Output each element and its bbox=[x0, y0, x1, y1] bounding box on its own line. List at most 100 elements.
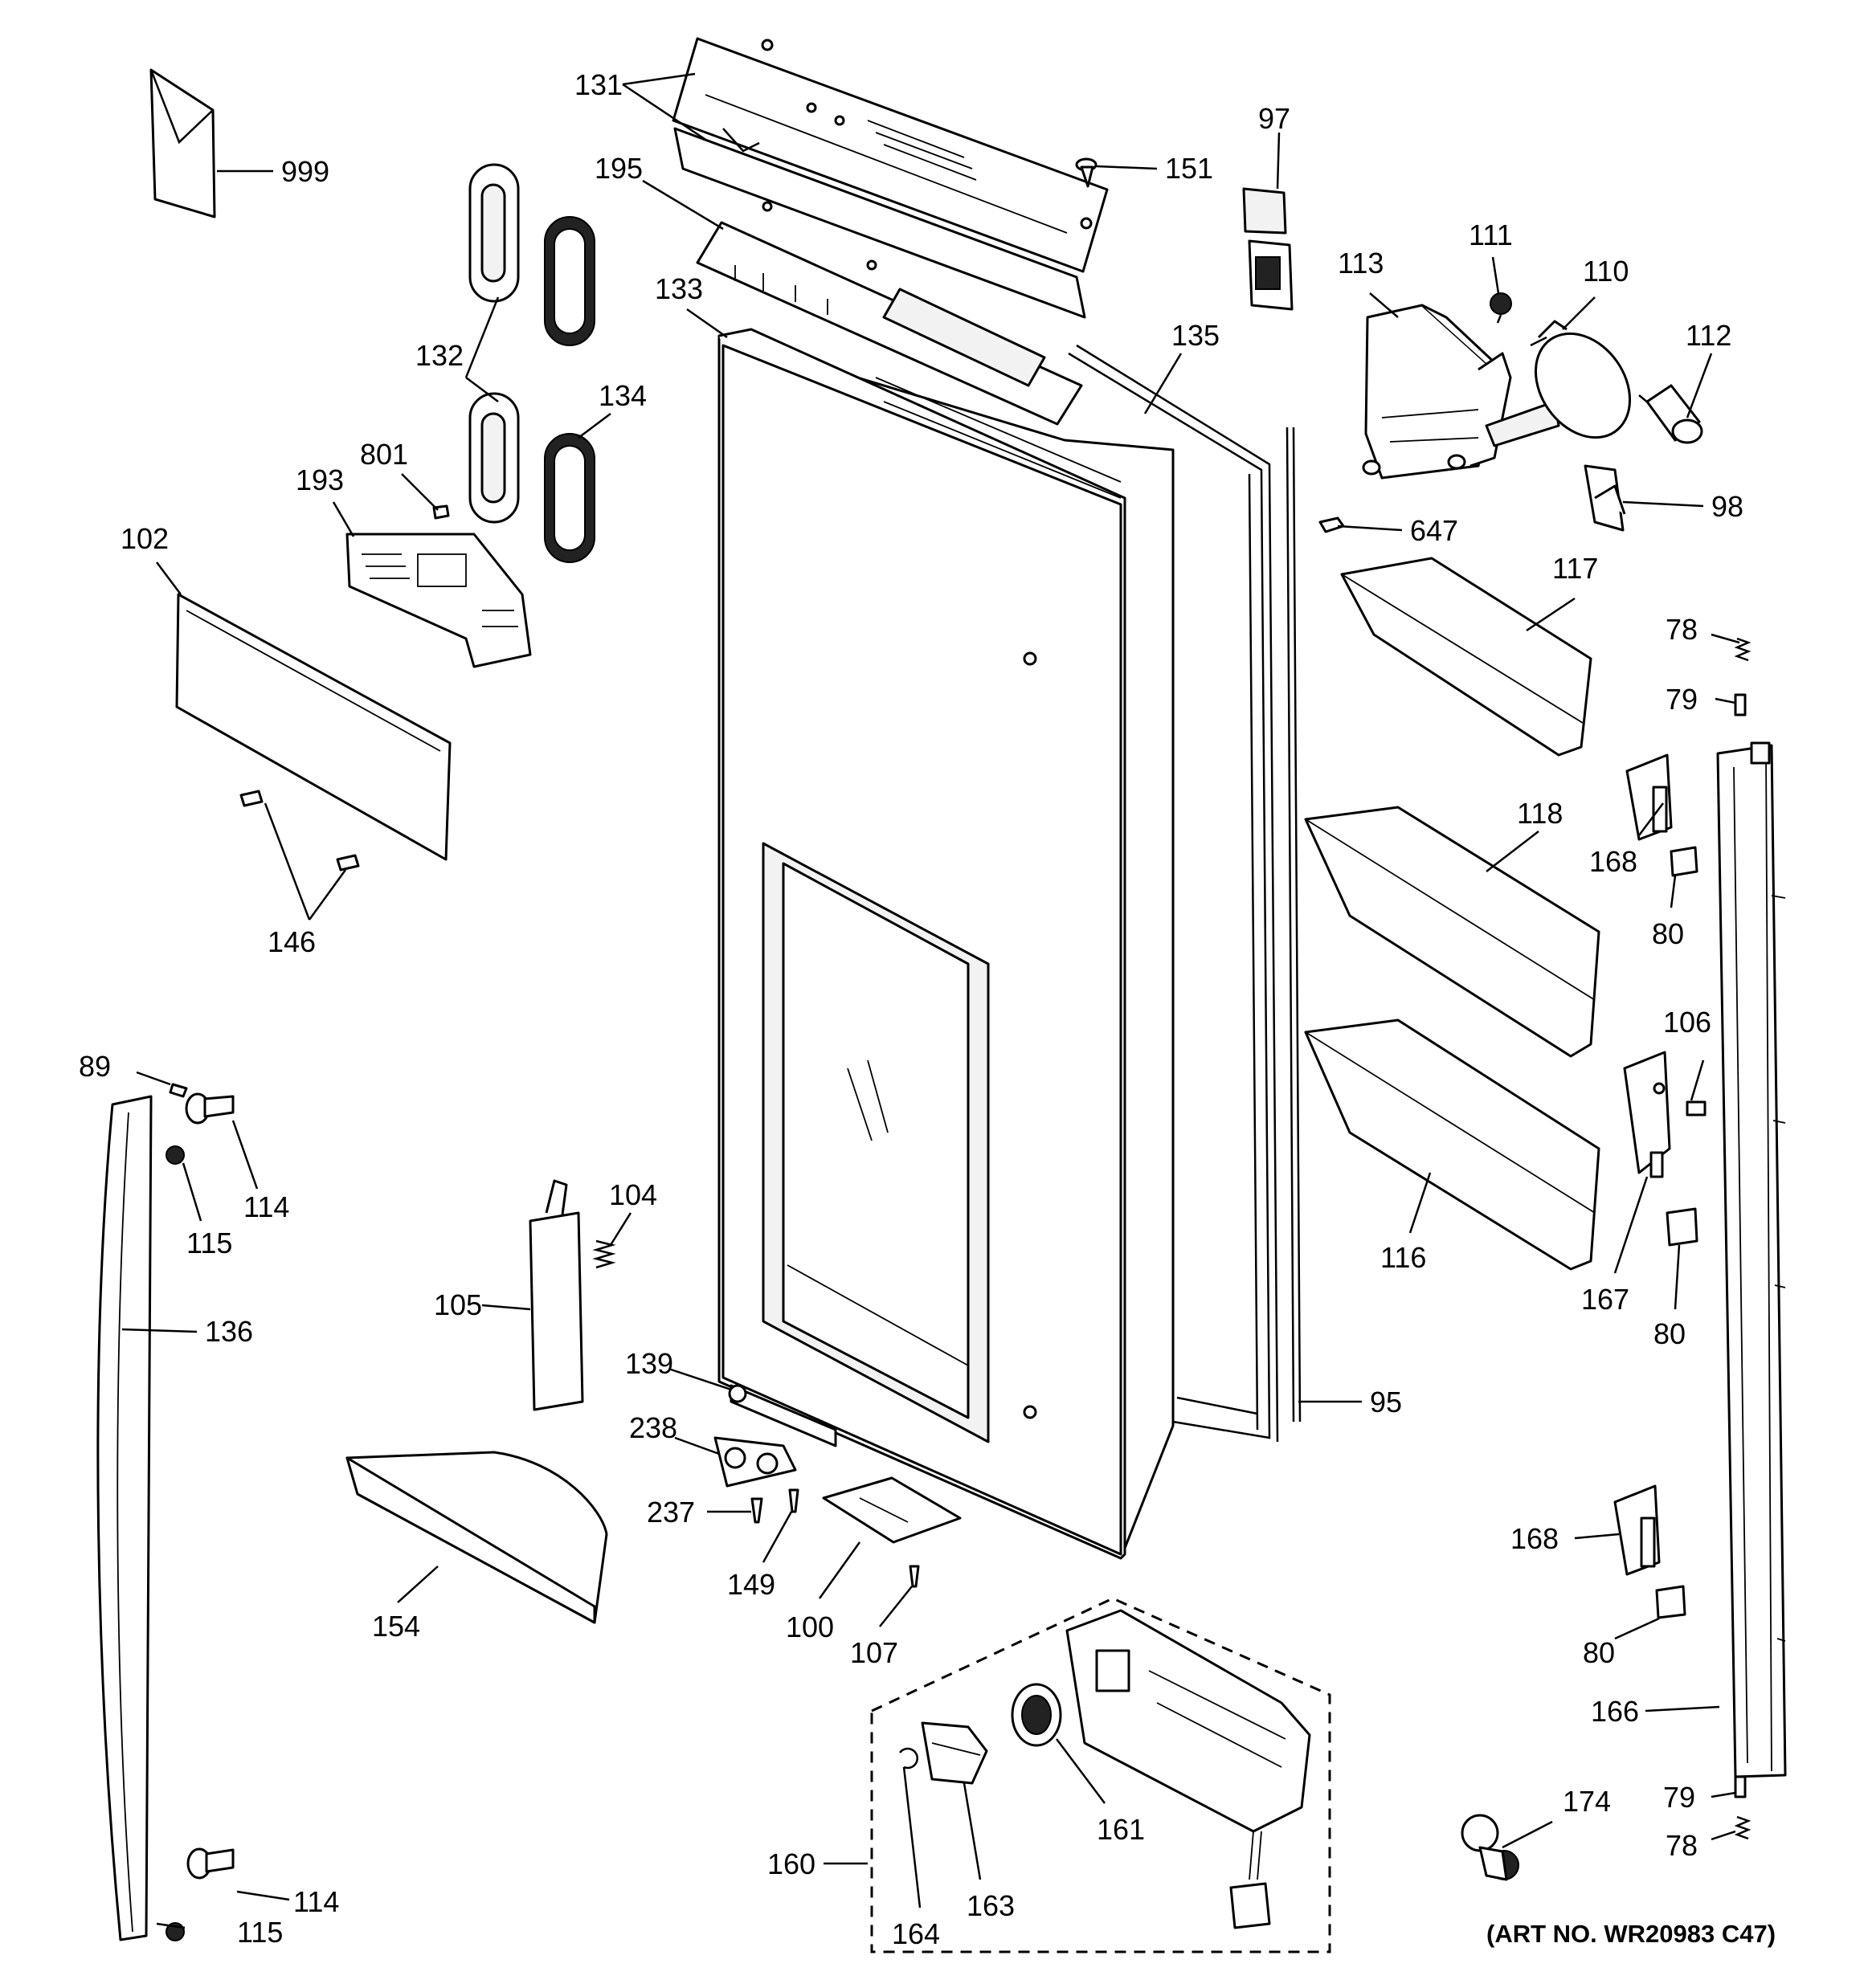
callout-174: 174 bbox=[1563, 1785, 1611, 1818]
callout-102: 102 bbox=[121, 522, 169, 555]
callout-131: 131 bbox=[574, 68, 623, 101]
callout-78-bottom: 78 bbox=[1666, 1829, 1698, 1862]
callout-164: 164 bbox=[892, 1917, 940, 1950]
part-132-gaskets bbox=[468, 163, 520, 524]
callout-114-bottom: 114 bbox=[293, 1885, 339, 1918]
part-80-bushing-a bbox=[1670, 846, 1698, 877]
callout-111: 111 bbox=[1469, 218, 1513, 251]
part-79-pin-top bbox=[1734, 693, 1747, 716]
callout-116: 116 bbox=[1380, 1241, 1426, 1274]
callout-134: 134 bbox=[599, 379, 647, 412]
callout-160: 160 bbox=[767, 1847, 815, 1880]
part-146-clips bbox=[239, 790, 360, 872]
part-114-bolt-bottom bbox=[186, 1847, 235, 1880]
part-auger-motor bbox=[1065, 1609, 1311, 1929]
callout-161: 161 bbox=[1097, 1813, 1145, 1846]
part-195-control-board bbox=[696, 201, 1083, 426]
part-237-screw bbox=[750, 1497, 763, 1524]
callout-193: 193 bbox=[296, 463, 344, 496]
callout-163: 163 bbox=[967, 1889, 1015, 1922]
part-168-hinge-bottom bbox=[1613, 1484, 1661, 1576]
callout-89: 89 bbox=[79, 1050, 111, 1083]
callout-135: 135 bbox=[1171, 319, 1220, 352]
callout-100: 100 bbox=[786, 1610, 834, 1643]
callout-149: 149 bbox=[727, 1568, 775, 1601]
callout-167: 167 bbox=[1581, 1283, 1629, 1316]
part-999-envelope bbox=[149, 68, 216, 218]
callout-999: 999 bbox=[281, 155, 329, 188]
part-107-screw bbox=[909, 1565, 920, 1588]
part-78-spring-bottom bbox=[1734, 1815, 1752, 1840]
part-164-clip bbox=[898, 1747, 918, 1770]
callout-115-bottom: 115 bbox=[237, 1916, 283, 1949]
part-106-screw bbox=[1686, 1100, 1707, 1116]
part-110-flapper bbox=[1530, 320, 1632, 439]
part-193-pcb bbox=[345, 533, 532, 668]
part-80-bushing-c bbox=[1655, 1585, 1686, 1619]
callout-112: 112 bbox=[1686, 319, 1731, 352]
callout-133: 133 bbox=[655, 272, 703, 305]
callout-139: 139 bbox=[625, 1347, 673, 1380]
callout-105: 105 bbox=[434, 1288, 482, 1321]
part-161-spring bbox=[1011, 1683, 1062, 1747]
part-78-spring-top bbox=[1734, 637, 1752, 662]
callout-104: 104 bbox=[609, 1178, 657, 1211]
part-118-bin bbox=[1304, 806, 1600, 1058]
callout-146: 146 bbox=[268, 925, 316, 958]
part-160-kit-outline bbox=[870, 1597, 1331, 1953]
part-168-hinge-top bbox=[1625, 753, 1673, 841]
callout-168-bottom: 168 bbox=[1510, 1522, 1559, 1555]
part-102-panel bbox=[175, 593, 452, 861]
part-114-bolt-top bbox=[185, 1092, 235, 1125]
leader-lines bbox=[121, 72, 1740, 1929]
callout-95: 95 bbox=[1370, 1386, 1402, 1419]
callout-136: 136 bbox=[205, 1315, 253, 1348]
callout-238: 238 bbox=[629, 1411, 677, 1444]
callout-labels: 999 131 151 97 195 111 110 113 133 135 1… bbox=[79, 68, 1743, 1950]
part-115-setscrew-top bbox=[166, 1145, 185, 1165]
part-80-bushing-b bbox=[1666, 1207, 1698, 1247]
callout-80-a: 80 bbox=[1652, 917, 1684, 950]
callout-97: 97 bbox=[1258, 102, 1290, 135]
part-133-door-assembly bbox=[717, 328, 1175, 1560]
part-139-bracket bbox=[728, 1384, 837, 1447]
part-134-gaskets bbox=[544, 216, 595, 563]
part-167-hinge bbox=[1623, 1051, 1671, 1178]
art-number: (ART NO. WR20983 C47) bbox=[1486, 1920, 1776, 1948]
part-131-dispenser-cover bbox=[672, 37, 1109, 319]
part-117-bin bbox=[1340, 557, 1592, 757]
callout-151: 151 bbox=[1165, 152, 1213, 185]
part-104-spring bbox=[592, 1239, 616, 1269]
part-105-actuator bbox=[529, 1179, 584, 1411]
part-149-screw bbox=[788, 1488, 799, 1513]
callout-79-top: 79 bbox=[1666, 683, 1698, 716]
callout-113: 113 bbox=[1338, 247, 1384, 280]
part-100-switch-plate bbox=[822, 1476, 962, 1544]
part-111-ball bbox=[1490, 292, 1512, 324]
callout-115-top: 115 bbox=[186, 1227, 232, 1259]
part-95-rod bbox=[1286, 427, 1302, 1423]
part-79-pin-bottom bbox=[1734, 1775, 1747, 1798]
callout-80-b: 80 bbox=[1653, 1317, 1686, 1350]
part-647-clip bbox=[1318, 516, 1345, 533]
part-89-screw bbox=[169, 1083, 188, 1098]
part-136-handle bbox=[96, 1095, 153, 1941]
part-174-fitting bbox=[1461, 1814, 1519, 1881]
part-154-paddle bbox=[345, 1451, 608, 1624]
part-98-clip bbox=[1584, 464, 1626, 532]
callout-117: 117 bbox=[1552, 552, 1598, 585]
callout-132: 132 bbox=[415, 339, 464, 372]
part-97-switch bbox=[1242, 187, 1294, 311]
callout-106: 106 bbox=[1663, 1006, 1711, 1039]
callout-98: 98 bbox=[1711, 490, 1743, 523]
part-238-plate bbox=[713, 1436, 797, 1488]
callout-107: 107 bbox=[850, 1636, 898, 1669]
callout-154: 154 bbox=[372, 1610, 420, 1643]
part-163-cam bbox=[921, 1721, 988, 1785]
callout-110: 110 bbox=[1583, 255, 1629, 288]
part-112-motor bbox=[1638, 384, 1703, 444]
part-113-chute-funnel bbox=[1362, 304, 1560, 480]
callout-114-top: 114 bbox=[243, 1190, 289, 1223]
part-151-screw bbox=[1075, 157, 1098, 188]
